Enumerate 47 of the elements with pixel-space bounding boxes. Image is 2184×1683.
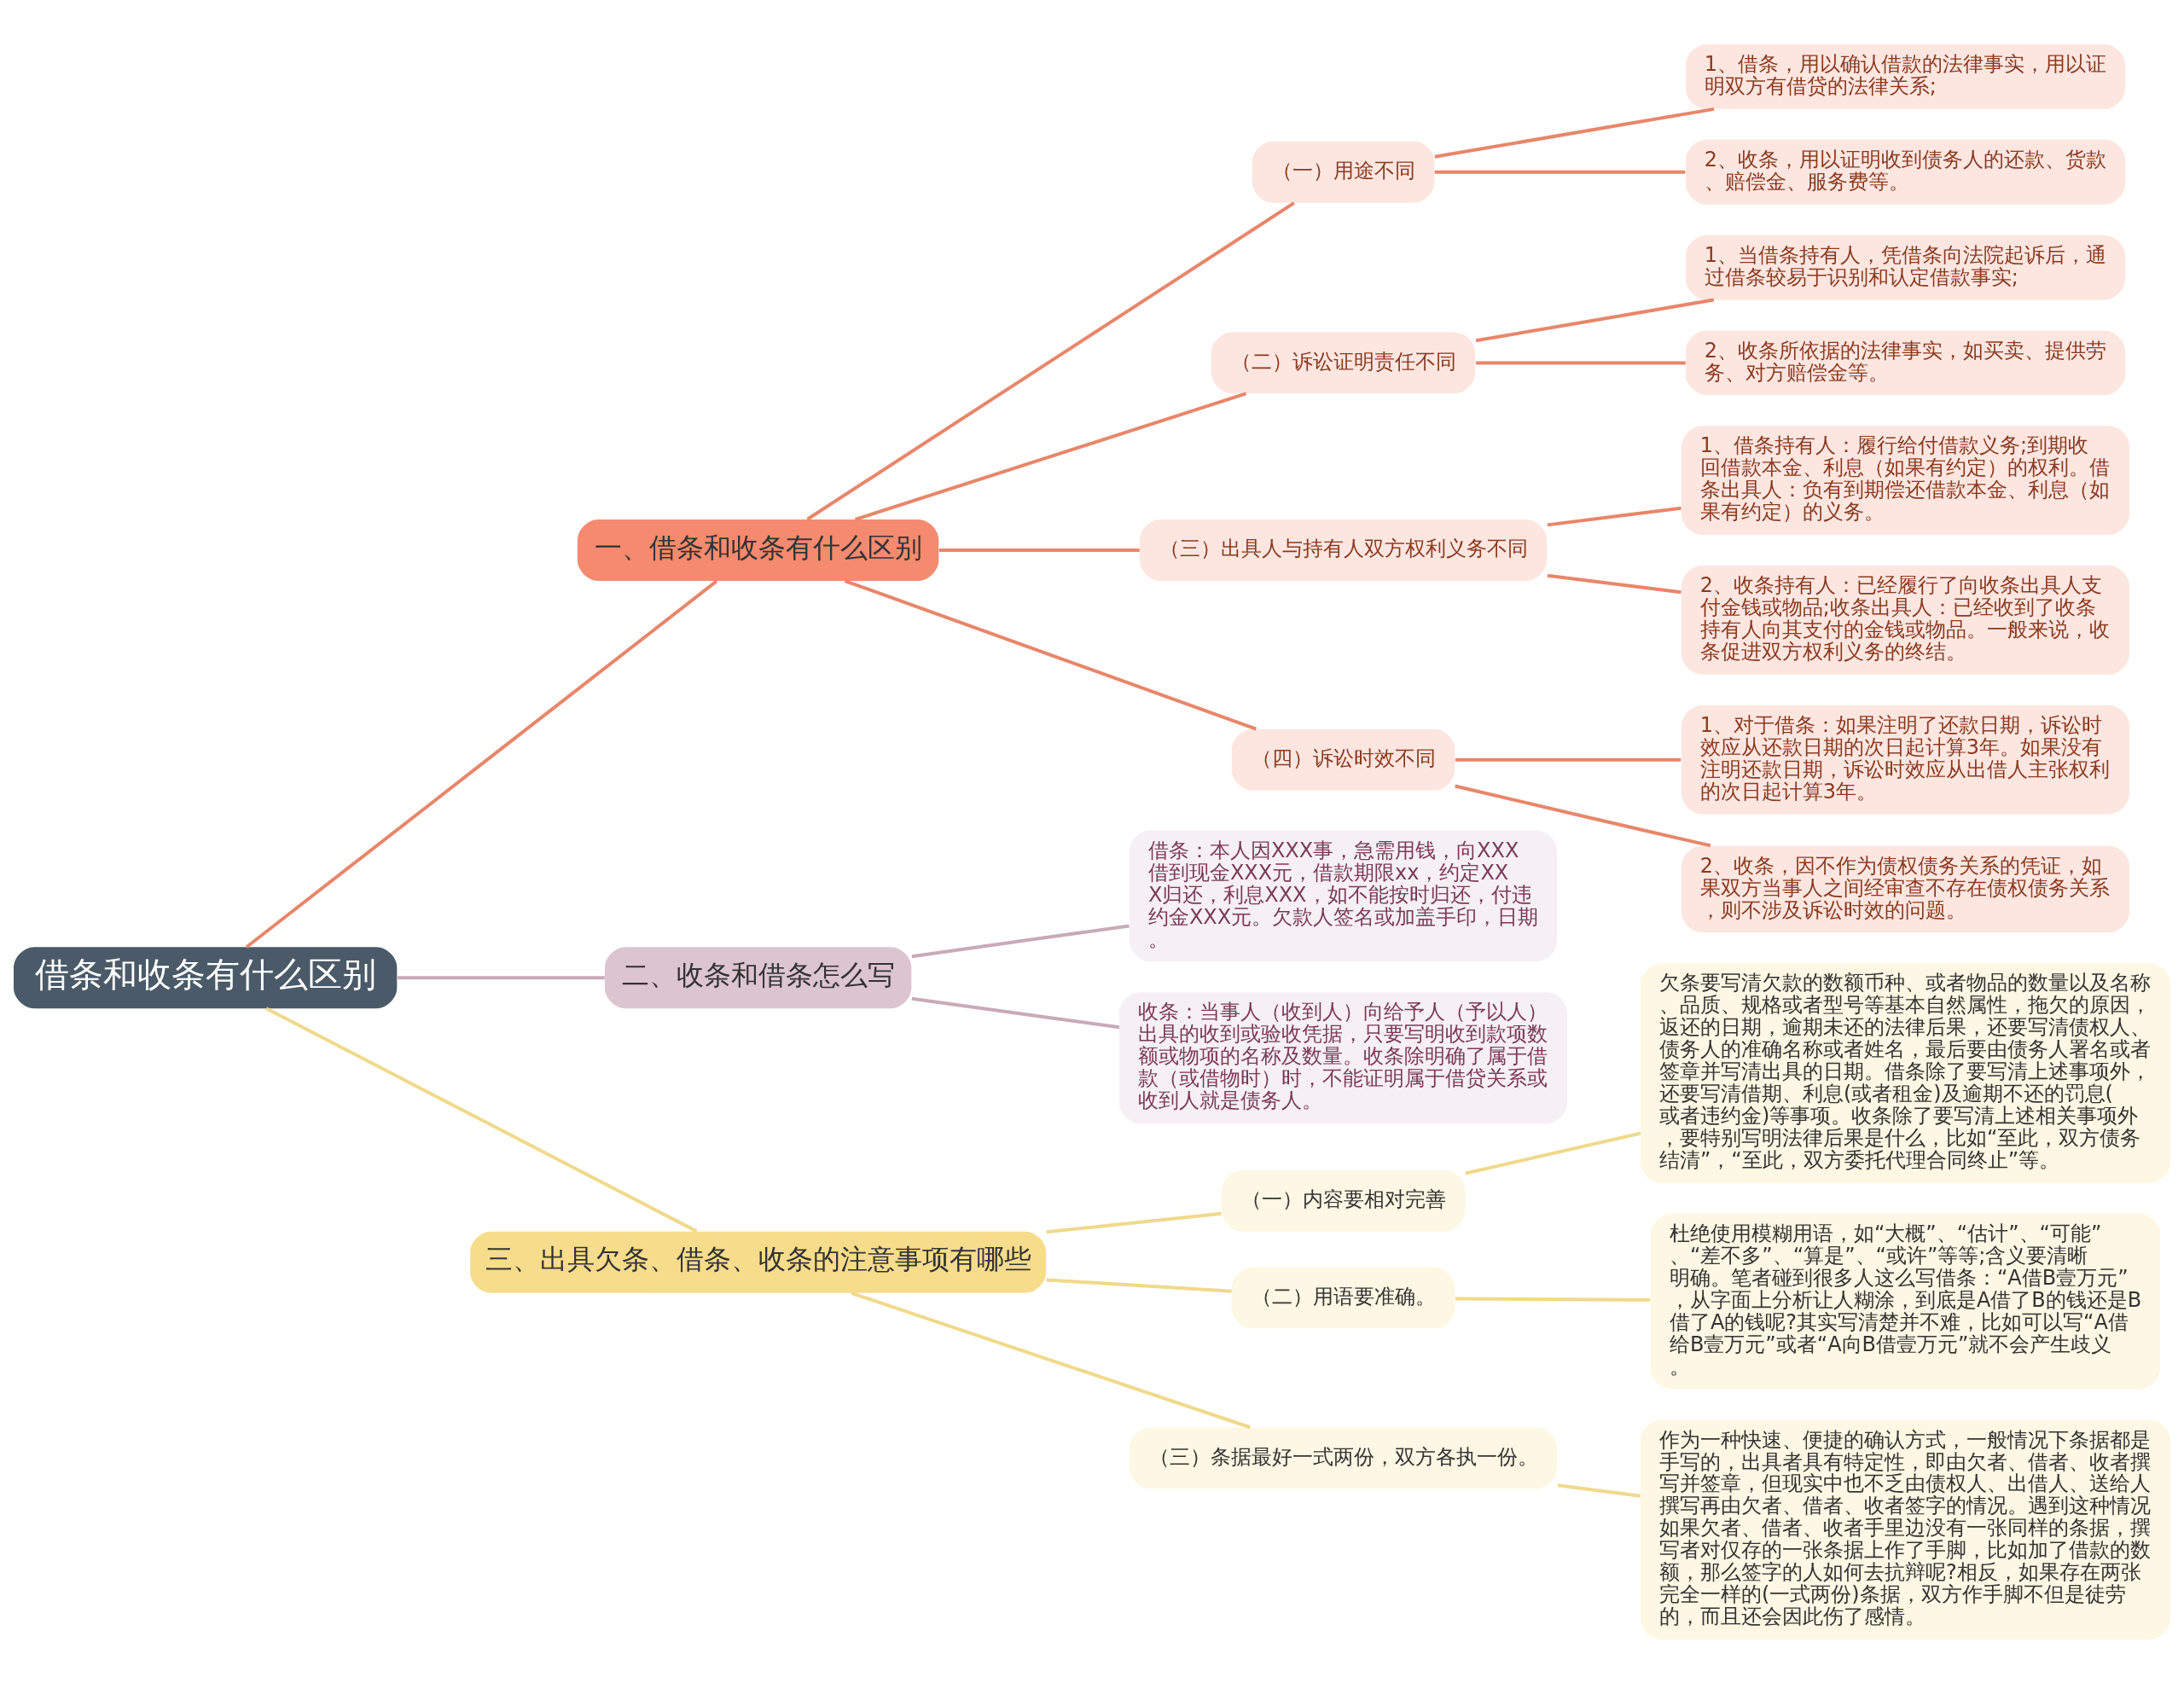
- node-box: 2、收条，因不作为债权债务关系的凭证，如果双方当事人之间经审查不存在债权债务关系，则不涉及诉讼时效的问题。: [1681, 845, 2130, 932]
- connector: [844, 578, 1258, 730]
- node-box: 杜绝使用模糊用语，如“大概”、“估计”、“可能”、“差不多”、“算是”、“或许”等等;含义要清晰明确。笔者碰到很多人这么写借条：“A借B壹万元”，从字面上分析让人糊涂，到底是A借了B的钱还是B借了A的钱呢?其实写清楚并不难，比如可以写“A借给B壹万元”或者“A向B借壹万元”就不会产生歧义。: [1650, 1213, 2160, 1389]
- connector: [1434, 170, 1686, 174]
- connector: [1547, 573, 1682, 594]
- node-box: （三）出具人与持有人双方权利义务不同: [1139, 519, 1548, 581]
- node-box: （二）用语要准确。: [1231, 1267, 1455, 1329]
- node-box: 1、对于借条：如果注明了还款日期，诉讼时效应从还款日期的次日起计算3年。如果没有注明还款日期，诉讼时效应从出借人主张权利的次日起计算3年。: [1681, 705, 2130, 815]
- node-box: （三）条据最好一式两份，双方各执一份。: [1129, 1426, 1558, 1489]
- connector: [1455, 757, 1682, 762]
- connector: [938, 548, 1140, 552]
- connector: [265, 1006, 698, 1233]
- connector: [911, 996, 1120, 1029]
- node-box: 2、收条，用以证明收到债务人的还款、货款、赔偿金、服务费等。: [1685, 139, 2126, 205]
- node-box: 借条和收条有什么区别: [14, 946, 398, 1008]
- connector: [398, 975, 605, 979]
- connector: [1547, 506, 1682, 526]
- connector: [854, 392, 1247, 521]
- node-box: 1、当借条持有人，凭借条向法院起诉后，通过借条较易于识别和认定借款事实;: [1685, 235, 2126, 299]
- connector: [245, 579, 718, 949]
- connector: [1475, 298, 1715, 342]
- connector: [1557, 1483, 1641, 1498]
- node-box: 一、借条和收条有什么区别: [577, 519, 939, 581]
- node-box: 作为一种快速、便捷的确认方式，一般情况下条据都是手写的，出具者具有特定性，即由欠者、借者、收者撰写并签章，但现实中也不乏由债权人、出借人、送给人撰写再由欠者、借者、收者签字的情况。遇到这种情况如果欠者、借者、收者手里边没有一张同样的条据，撰写者对仅存的一张条据上作了手脚，比如加了借款的数额，那么签字的人如何去抗辩呢?相反，如果存在两张完全一样的(一式两份)条据，双方作手脚不但是徒劳的，而且还会因此伤了感情。: [1641, 1419, 2170, 1639]
- node-box: 收条：当事人（收到人）向给予人（予以人）出具的收到或验收凭据，只要写明收到款项数额或物项的名称及数量。收条除明确了属于借款（或借物时）时，不能证明属于借贷关系或收到人就是债务人。: [1118, 991, 1568, 1123]
- node-box: （一）内容要相对完善: [1221, 1169, 1466, 1232]
- node-box: 2、收条持有人：已经履行了向收条出具人支付金钱或物品;收条出具人：已经收到了收条持有人向其支付的金钱或物品。一般来说，收条促进双方权利义务的终结。: [1681, 565, 2130, 675]
- connector: [1476, 360, 1686, 364]
- connector: [1465, 1131, 1641, 1175]
- node-box: 1、借条，用以确认借款的法律事实，用以证明双方有借贷的法律关系;: [1685, 44, 2126, 109]
- node-box: 借条：本人因XXX事，急需用钱，向XXX借到现金XXX元，借款期限xx，约定XXX归还，利息XXX，如不能按时归还，付违约金XXX元。欠款人签名或加盖手印，日期。: [1129, 830, 1558, 961]
- node-box: （一）用途不同: [1252, 141, 1435, 203]
- node-box: （二）诉讼证明责任不同: [1211, 331, 1476, 393]
- node-box: 二、收条和借条怎么写: [604, 946, 912, 1008]
- connector: [1046, 1277, 1232, 1293]
- node-box: （四）诉讼时效不同: [1231, 728, 1455, 791]
- node-box: 1、借条持有人：履行给付借款义务;到期收回借款本金、利息（如果有约定）的权利。借条出具人：负有到期偿还借款本金、利息（如果有约定）的义务。: [1681, 425, 2130, 535]
- connector: [911, 923, 1130, 958]
- node-box: 2、收条所依据的法律事实，如买卖、提供劳务、对方赔偿金等。: [1685, 329, 2126, 395]
- connector: [851, 1291, 1251, 1429]
- connector: [1434, 107, 1715, 159]
- connector: [806, 200, 1295, 520]
- connector: [1046, 1211, 1222, 1233]
- node-box: 欠条要写清欠款的数额币种、或者物品的数量以及名称、品质、规格或者型号等基本自然属性，拖欠的原因，返还的日期，逾期未还的法律后果，还要写清债权人、债务人的准确名称或者姓名，最后要由债务人署名或者签章并写清出具的日期。借条除了要写清上述事项外，还要写清借期、利息(或者租金)及逾期不还的罚息(或者违约金)等事项。收条除了要写清上述相关事项外，要特别写明法律后果是什么，比如“至此，双方债务结清”，“至此，双方委托代理合同终止”等。: [1641, 962, 2170, 1183]
- connector: [1455, 784, 1711, 847]
- connector: [1455, 1296, 1651, 1302]
- node-box: 三、出具欠条、借条、收条的注意事项有哪些: [470, 1231, 1047, 1293]
